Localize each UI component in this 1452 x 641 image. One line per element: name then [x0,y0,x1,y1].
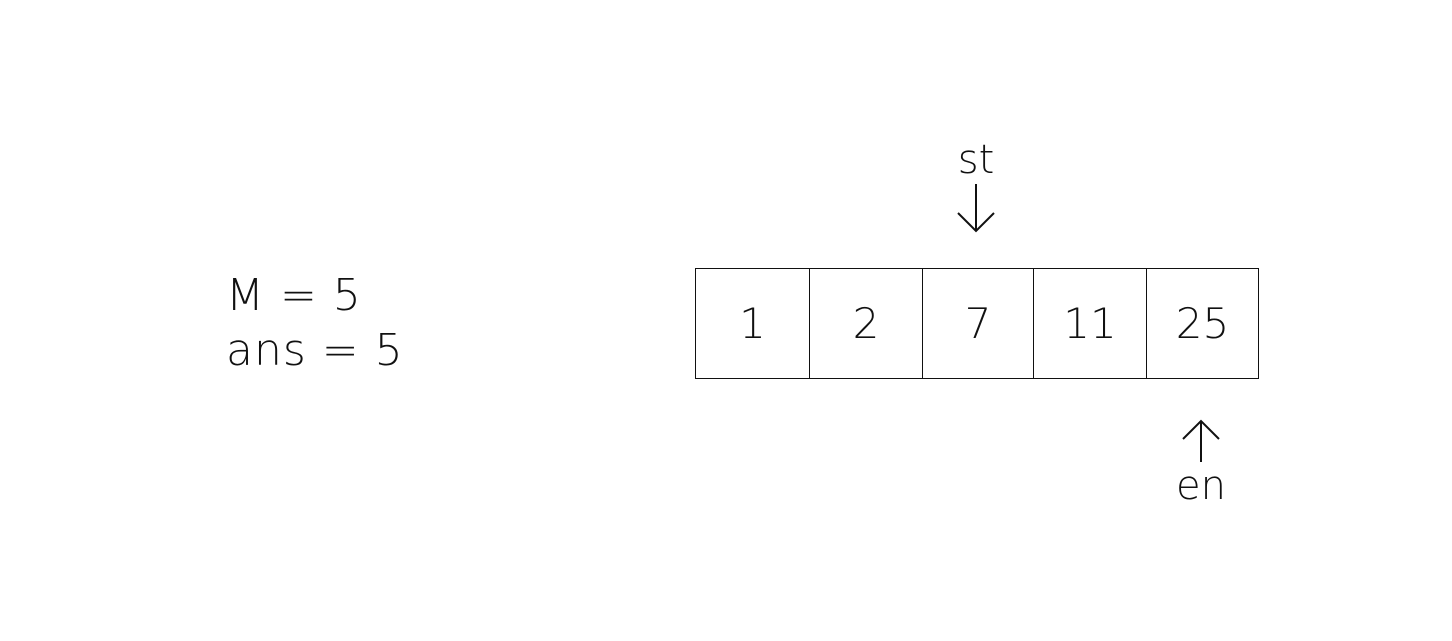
array-cell: 11 [1033,269,1146,378]
start-pointer: st [936,138,1016,234]
down-arrow-icon [957,184,995,233]
array-cell-value: 1 [739,299,766,348]
array-cell-value: 7 [964,299,992,348]
end-pointer-label: en [1176,463,1226,509]
array-cell-value: 25 [1175,299,1230,348]
start-pointer-label: st [957,137,995,183]
array-cell: 1 [696,269,809,378]
variable-m: M = 5 [226,270,362,321]
up-arrow-icon [1182,419,1220,462]
variable-ans: ans = 5 [226,325,404,376]
array-cell: 7 [922,269,1033,378]
array-cell-value: 11 [1063,299,1117,348]
end-pointer: en [1161,418,1241,508]
array-cell-value: 2 [852,299,880,348]
array-cell: 25 [1146,269,1258,378]
array-cell: 2 [809,269,922,378]
variables-panel: M = 5 ans = 5 [226,268,404,378]
array-row: 1 2 7 11 25 [695,268,1259,379]
